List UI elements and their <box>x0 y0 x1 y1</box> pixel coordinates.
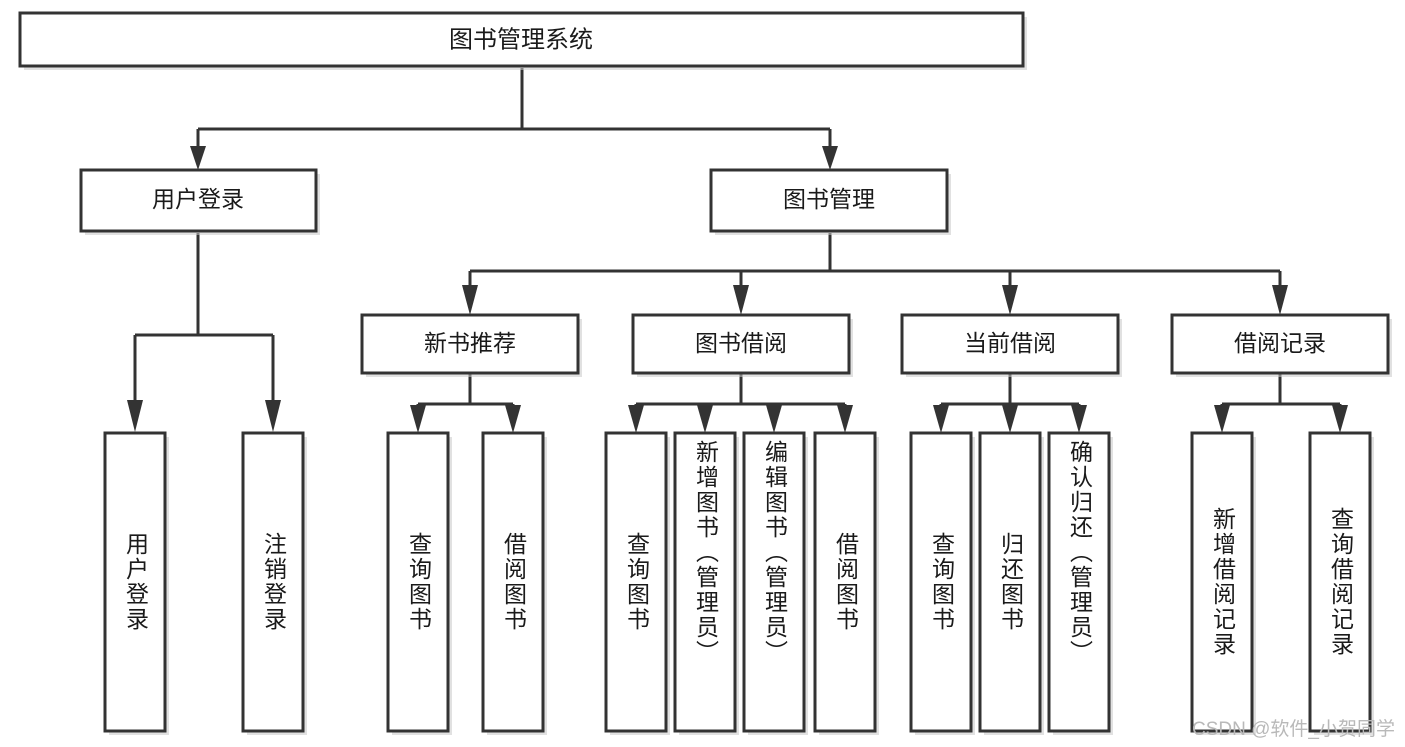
node-new-book-recommend-label: 新书推荐 <box>424 330 516 356</box>
node-leaf-user-logout-box[interactable] <box>241 431 305 733</box>
arrowhead-user-login <box>190 146 206 170</box>
connector-layer <box>127 68 1348 433</box>
node-book-management-box[interactable] <box>709 168 949 233</box>
arrowhead-leaf-borrow-book-2 <box>837 405 853 433</box>
arrowhead-book-borrow <box>733 285 749 315</box>
node-current-borrow-box[interactable] <box>900 313 1120 375</box>
arrowhead-leaf-query-record <box>1332 405 1348 433</box>
node-leaf-borrow-book-2-box[interactable] <box>813 431 877 733</box>
node-leaf-add-record-box[interactable] <box>1190 431 1254 733</box>
node-book-borrow-label: 图书借阅 <box>695 330 787 356</box>
node-current-borrow-label: 当前借阅 <box>964 330 1056 356</box>
node-root-label: 图书管理系统 <box>449 26 593 53</box>
arrowhead-current-borrow <box>1002 285 1018 315</box>
csdn-watermark: CSDN @软件_小贺同学 <box>1192 719 1395 740</box>
arrowhead-leaf-add-record <box>1214 405 1230 433</box>
node-borrow-record-label: 借阅记录 <box>1234 330 1326 356</box>
arrowhead-leaf-user-logout <box>265 400 281 432</box>
node-layer: 图书管理系统 用户登录 图书管理 新书推荐 图书借阅 当前借阅 借阅记录 <box>18 11 1392 735</box>
node-new-book-recommend-box[interactable] <box>360 313 580 375</box>
node-leaf-query-record-box[interactable] <box>1308 431 1372 733</box>
node-leaf-query-book-1-box[interactable] <box>386 431 450 733</box>
node-leaf-borrow-book-1-box[interactable] <box>481 431 545 733</box>
arrowhead-leaf-query-book-2 <box>628 405 644 433</box>
node-user-login-box[interactable] <box>79 168 318 233</box>
arrowhead-leaf-user-login <box>127 400 143 432</box>
arrowhead-book-management <box>822 146 838 170</box>
node-leaf-edit-book-box[interactable] <box>742 431 806 733</box>
node-leaf-query-book-2-box[interactable] <box>604 431 668 733</box>
arrowhead-leaf-edit-book <box>766 405 782 433</box>
node-root-box[interactable] <box>18 11 1025 68</box>
node-leaf-user-login-box[interactable] <box>103 431 167 733</box>
arrowhead-borrow-record <box>1272 285 1288 315</box>
node-book-management-label: 图书管理 <box>783 186 875 212</box>
node-book-borrow-box[interactable] <box>631 313 851 375</box>
arrowhead-leaf-borrow-book-1 <box>505 405 521 433</box>
arrowhead-leaf-add-book <box>697 405 713 433</box>
arrowhead-leaf-query-book-3 <box>933 405 949 433</box>
node-leaf-query-book-3-box[interactable] <box>909 431 973 733</box>
node-leaf-return-book-box[interactable] <box>978 431 1042 733</box>
arrowhead-new-book-recommend <box>462 285 478 315</box>
arrowhead-leaf-query-book-1 <box>410 405 426 433</box>
arrowhead-leaf-return-book <box>1002 405 1018 433</box>
node-user-login-label: 用户登录 <box>152 186 244 212</box>
node-borrow-record-box[interactable] <box>1170 313 1390 375</box>
node-leaf-confirm-return-box[interactable] <box>1047 431 1111 733</box>
node-leaf-add-book-box[interactable] <box>673 431 737 733</box>
arrowhead-leaf-confirm-return <box>1071 405 1087 433</box>
